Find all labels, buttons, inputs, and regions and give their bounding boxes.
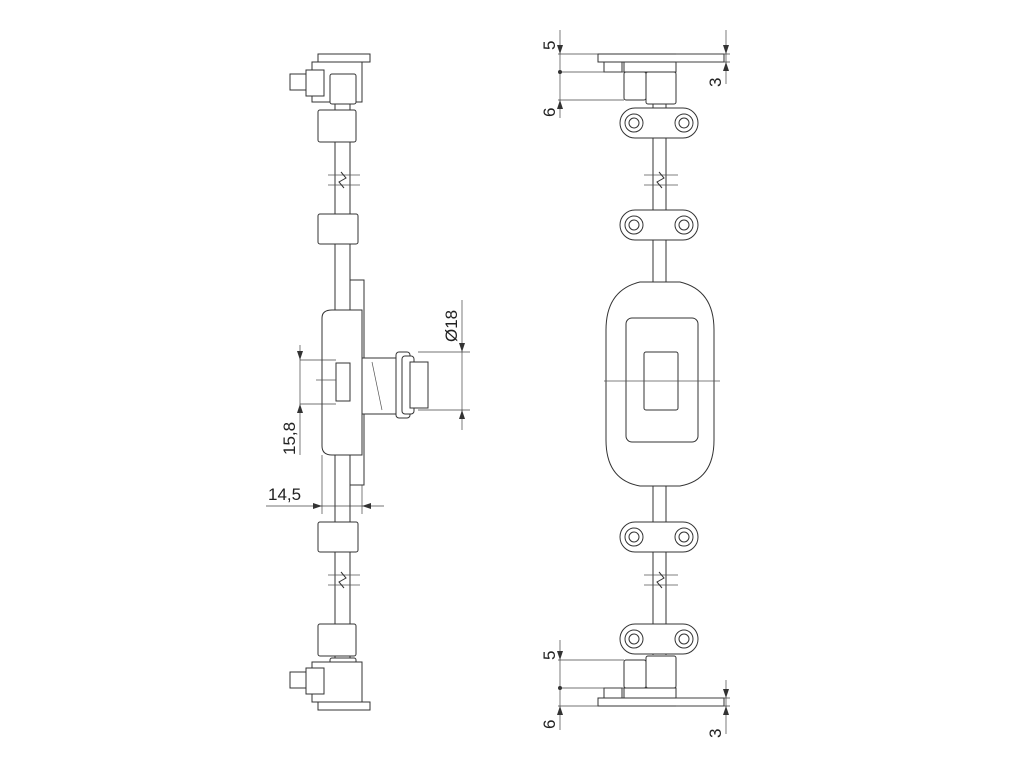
side-view-lock-body: [316, 279, 365, 486]
side-view-top-break: [328, 171, 360, 189]
front-view-bottom-break: [644, 571, 678, 589]
front-view-clip-2: [619, 209, 699, 241]
front-view-top-break: [644, 171, 678, 189]
side-view-upper-guide: [317, 213, 359, 245]
dim-bottom-b-label: 6: [540, 720, 559, 729]
front-view-clip-3: [619, 521, 699, 553]
dim-bottom-group: 5 6 3: [540, 640, 730, 738]
side-view-cylinder: [361, 351, 429, 419]
dim-top-b-label: 6: [540, 108, 559, 117]
front-view-clip-1: [619, 107, 699, 139]
side-view-bottom-end: [289, 623, 371, 711]
side-view: Ø18 15,8 14,5: [266, 53, 470, 711]
dim-diameter: Ø18: [418, 300, 470, 430]
side-view-top-end: [289, 53, 371, 143]
dim-bottom-a-label: 5: [540, 651, 559, 660]
dim-body-width: 14,5: [266, 455, 384, 514]
dim-top-c-label: 3: [706, 78, 725, 87]
dim-top-a-label: 5: [540, 41, 559, 50]
dim-diameter-label: Ø18: [442, 310, 461, 342]
front-view-top-end: [597, 53, 725, 105]
dim-cam-offset: 15,8: [280, 345, 336, 455]
front-view-bottom-end: [597, 655, 725, 707]
dim-cam-offset-label: 15,8: [280, 422, 299, 455]
front-view: 5 6 3 5 6 3: [540, 30, 730, 738]
front-view-clip-4: [619, 623, 699, 655]
dim-bottom-c-label: 3: [706, 729, 725, 738]
side-view-bottom-break: [328, 571, 360, 589]
dim-top-group: 5 6 3: [540, 30, 730, 118]
front-view-lock-body: [604, 281, 720, 487]
dim-body-width-label: 14,5: [268, 485, 301, 504]
side-view-lower-guide: [317, 521, 359, 553]
